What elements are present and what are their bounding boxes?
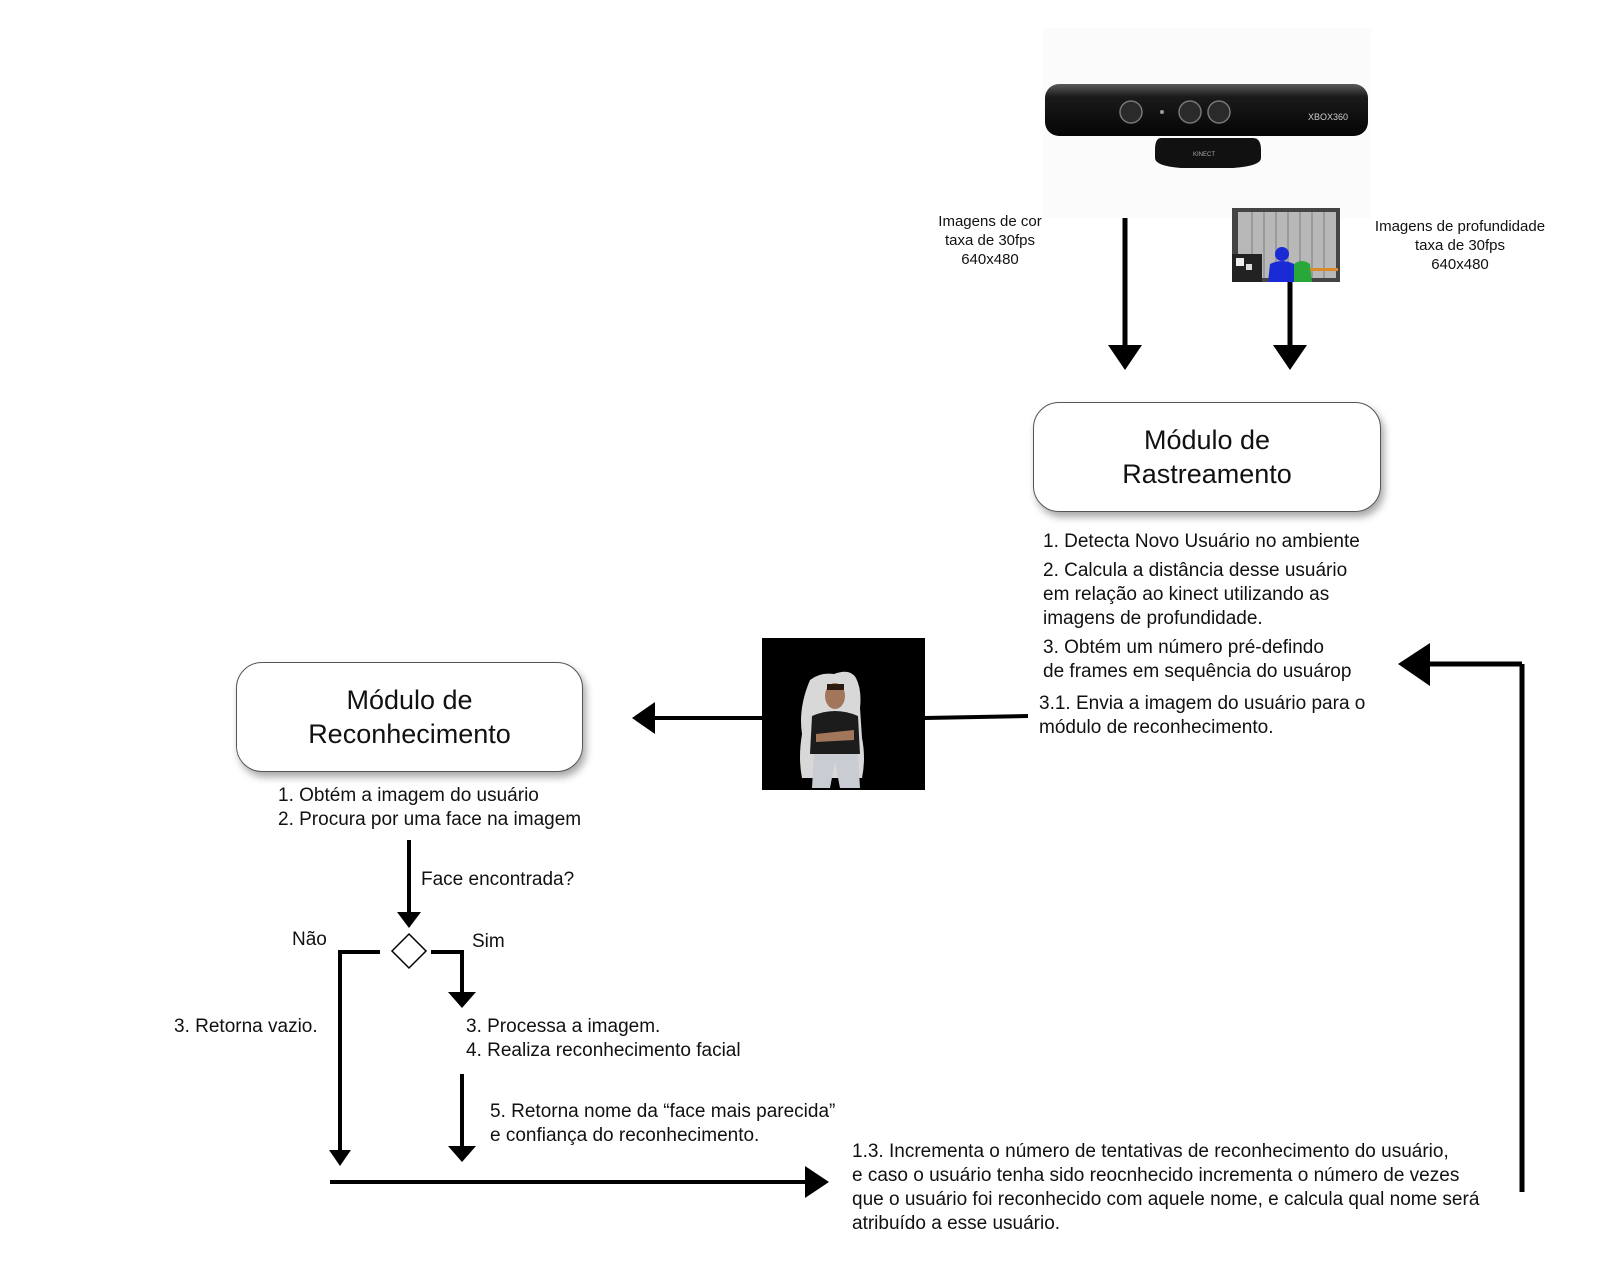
tracking-step: de frames em sequência do usuárop [1043,661,1352,682]
kinect-brand-label: XBOX360 [1308,112,1348,122]
user-image-thumbnail [762,638,925,790]
depth-stream-label-line: Imagens de profundidade [1374,218,1546,235]
kinect-model-label: KINECT [1193,152,1215,158]
yes-branch-label: Sim [472,931,505,952]
recognition-steps: 1. Obtém a imagem do usuário 2. Procura … [278,784,638,832]
merge-arrow [330,1166,829,1198]
return-text-line: 5. Retorna nome da “face mais parecida” [490,1101,836,1122]
decision-question: Face encontrada? [421,869,575,890]
final-step-line: e caso o usuário tenha sido reocnhecido … [852,1165,1460,1186]
decision-diamond [390,932,428,970]
yes-branch-arrow [431,950,476,1008]
final-step-line: atribuído a esse usuário. [852,1213,1061,1234]
return-arrow [448,1074,476,1162]
tracking-step: módulo de reconhecimento. [1039,717,1274,738]
kinect-sensor-image: XBOX360 KINECT [1045,84,1368,168]
final-step-line: 1.3. Incrementa o número de tentativas d… [852,1141,1449,1162]
recognition-step: 1. Obtém a imagem do usuário [278,785,539,806]
color-stream-label-line: taxa de 30fps [944,232,1036,249]
recognition-module-box: Módulo de Reconhecimento [236,662,583,772]
face-search-arrow [397,840,421,928]
no-result-text: 3. Retorna vazio. [174,1016,318,1037]
depth-stream-label: Imagens de profundidade taxa de 30fps 64… [1360,217,1560,274]
feedback-loop-arrow [1398,643,1525,1192]
yes-step: 4. Realiza reconhecimento facial [466,1040,741,1061]
color-stream-label-line: Imagens de cor [938,213,1042,230]
tracking-step: 3. Obtém um número pré-defindo [1043,637,1324,658]
tracking-step: 3.1. Envia a imagem do usuário para o [1039,693,1366,714]
send-image-arrow [632,702,1029,734]
recognition-module-title: Módulo de [346,685,473,715]
color-stream-label-line: 640x480 [961,251,1019,268]
tracking-step: em relação ao kinect utilizando as [1043,584,1330,605]
no-branch-label: Não [292,929,327,950]
final-step-text: 1.3. Incrementa o número de tentativas d… [852,1140,1552,1236]
depth-stream-label-line: 640x480 [1431,256,1489,273]
yes-step: 3. Processa a imagem. [466,1016,661,1037]
tracking-substeps: 3.1. Envia a imagem do usuário para o mó… [1039,692,1419,740]
tracking-step: imagens de profundidade. [1043,608,1263,629]
return-text: 5. Retorna nome da “face mais parecida” … [490,1100,910,1148]
tracking-module-box: Módulo de Rastreamento [1033,402,1381,512]
yes-steps: 3. Processa a imagem. 4. Realiza reconhe… [466,1015,826,1063]
depth-stream-label-line: taxa de 30fps [1414,237,1506,254]
return-text-line: e confiança do reconhecimento. [490,1125,760,1146]
tracking-step: 1. Detecta Novo Usuário no ambiente [1043,531,1360,552]
tracking-module-title: Rastreamento [1122,459,1292,489]
depth-image-thumbnail [1232,208,1340,282]
final-step-line: que o usuário foi reconhecido com aquele… [852,1189,1480,1210]
color-stream-label: Imagens de cor taxa de 30fps 640x480 [915,212,1065,269]
tracking-step: 2. Calcula a distância desse usuário [1043,560,1348,581]
tracking-module-title: Módulo de [1143,425,1271,455]
no-branch-arrow [329,950,380,1166]
recognition-step: 2. Procura por uma face na imagem [278,809,582,830]
tracking-steps: 1. Detecta Novo Usuário no ambiente 2. C… [1043,530,1423,684]
recognition-module-title: Reconhecimento [308,719,511,749]
